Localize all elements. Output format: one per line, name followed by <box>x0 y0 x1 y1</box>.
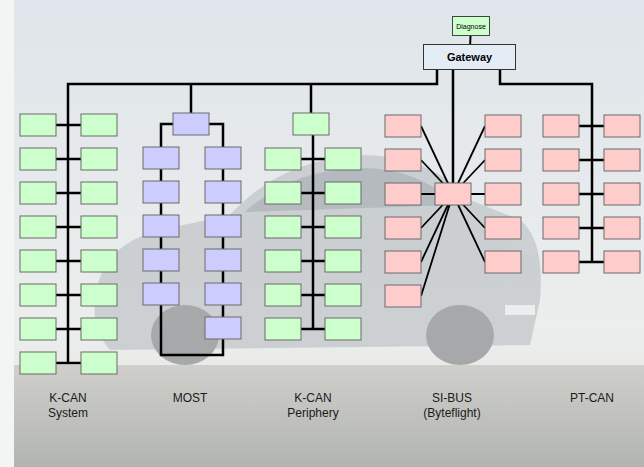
node-text: Diagnose <box>456 23 486 30</box>
ecu-box <box>20 284 56 306</box>
bus-line <box>68 70 437 363</box>
car-windows <box>245 168 455 212</box>
ecu-box <box>81 148 117 170</box>
ecu-box <box>265 148 301 170</box>
ecu-box <box>205 147 241 169</box>
ecu-box <box>385 251 421 273</box>
car-wheel <box>426 305 494 365</box>
ecu-box <box>205 215 241 237</box>
ecu-box <box>173 113 209 135</box>
ecu-box <box>20 182 56 204</box>
ecu-box <box>81 250 117 272</box>
bus-stubs <box>56 125 81 363</box>
ecu-box <box>485 149 521 171</box>
ecu-box <box>485 217 521 239</box>
ecu-box <box>143 283 179 305</box>
diagnose-box: Diagnose <box>452 16 490 36</box>
ecu-box <box>81 114 117 136</box>
bus-line <box>452 70 455 183</box>
si-bus-ecus <box>385 115 521 307</box>
ecu-box <box>81 216 117 238</box>
connector <box>470 36 471 44</box>
ecu-box <box>604 149 640 171</box>
ecu-box <box>265 216 301 238</box>
star-lines <box>421 126 485 296</box>
ecu-box <box>543 149 579 171</box>
bus-stubs <box>301 159 325 329</box>
bus-line <box>190 84 193 113</box>
ecu-box <box>385 217 421 239</box>
k-can-system-ecus <box>20 114 117 374</box>
ecu-box <box>385 285 421 307</box>
ecu-box <box>143 147 179 169</box>
bus-line <box>312 135 315 329</box>
ecu-box <box>385 183 421 205</box>
connector-line <box>469 36 471 44</box>
ecu-box <box>604 251 640 273</box>
ecu-box <box>143 181 179 203</box>
ecu-box <box>81 284 117 306</box>
ecu-box <box>325 284 361 306</box>
left-margin <box>0 0 14 467</box>
ecu-box <box>205 181 241 203</box>
ecu-box <box>20 216 56 238</box>
node-text: Gateway <box>447 51 492 63</box>
ecu-box <box>265 284 301 306</box>
bus-label: MOST <box>154 391 226 406</box>
ecu-box <box>604 115 640 137</box>
ecu-box <box>265 318 301 340</box>
ecu-box <box>20 318 56 340</box>
ecu-box <box>325 182 361 204</box>
ecu-box <box>604 217 640 239</box>
ecu-box <box>325 250 361 272</box>
ecu-box <box>435 183 471 205</box>
pt-can-ecus <box>543 115 640 273</box>
bus-lines <box>56 70 604 363</box>
ecu-box <box>20 352 56 374</box>
ecu-box <box>205 317 241 339</box>
ecu-box <box>20 148 56 170</box>
ecu-box <box>543 251 579 273</box>
ecu-box <box>81 352 117 374</box>
ecu-box <box>205 249 241 271</box>
gateway-box: Gateway <box>423 44 516 70</box>
ecu-box <box>265 250 301 272</box>
ecu-box <box>604 183 640 205</box>
ecu-box <box>20 114 56 136</box>
ecu-box <box>543 115 579 137</box>
ecu-box <box>265 182 301 204</box>
bus-label: K-CAN Periphery <box>277 391 349 421</box>
ecu-box <box>485 115 521 137</box>
bus-label: PT-CAN <box>556 391 628 406</box>
ecu-box <box>143 249 179 271</box>
ecu-box <box>81 318 117 340</box>
k-can-periphery-ecus <box>265 113 361 340</box>
road <box>0 365 644 467</box>
ecu-box <box>325 318 361 340</box>
ecu-box <box>143 215 179 237</box>
bus-label: SI-BUS (Byteflight) <box>416 391 488 421</box>
ecu-box <box>20 250 56 272</box>
ecu-box <box>485 251 521 273</box>
ecu-box <box>385 149 421 171</box>
bus-line <box>310 84 313 113</box>
ecu-box <box>485 183 521 205</box>
ecu-box <box>543 217 579 239</box>
car-plate <box>505 305 535 315</box>
ecu-box <box>205 283 241 305</box>
bus-label: K-CAN System <box>32 391 104 421</box>
ecu-box <box>293 113 329 135</box>
ecu-box <box>325 148 361 170</box>
bus-stubs <box>579 126 604 262</box>
ecu-box <box>325 216 361 238</box>
most-ecus <box>143 113 241 339</box>
ecu-box <box>543 183 579 205</box>
ecu-box <box>81 182 117 204</box>
ecu-box <box>385 115 421 137</box>
